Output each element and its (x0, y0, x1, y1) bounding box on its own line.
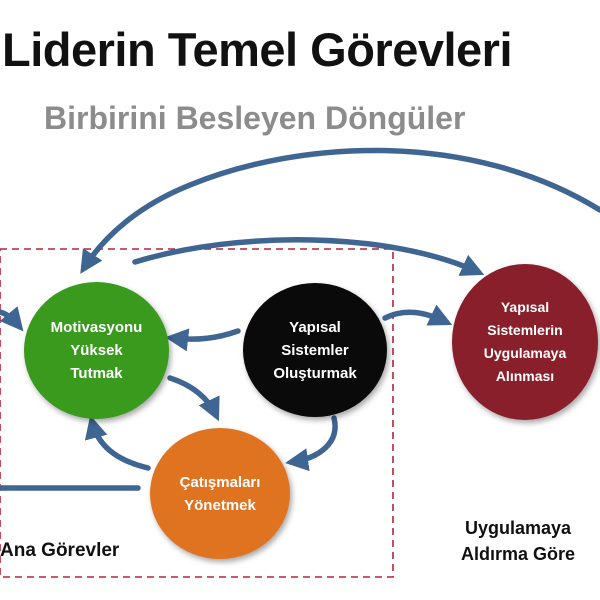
node-implementation: Yapısal Sistemlerin Uygulamaya Alınması (452, 264, 598, 420)
arrow-left-into-motivation (0, 306, 24, 332)
node-motivation: Motivasyonu Yüksek Tutmak (24, 282, 169, 419)
diagram-subtitle: Birbirini Besleyen Döngüler (44, 100, 466, 136)
arrow-motivation-to-implementation (132, 237, 485, 276)
node-structural-systems-label: Yapısal Sistemler Oluşturmak (273, 318, 357, 382)
arrow-systems-to-motivation (165, 328, 241, 352)
node-conflict-management: Çatışmaları Yönetmek (150, 428, 290, 559)
node-conflict-management-label: Çatışmaları Yönetmek (179, 473, 261, 514)
arrow-systems-to-implementation (382, 304, 453, 326)
node-motivation-label: Motivasyonu Yüksek Tutmak (50, 319, 143, 382)
node-structural-systems: Yapısal Sistemler Oluşturmak (243, 283, 387, 417)
arrow-motivation-to-conflict (167, 375, 220, 422)
node-implementation-label: Yapısal Sistemlerin Uygulamaya Alınması (483, 299, 567, 384)
implement-group-label: Uygulamaya Aldırma Göre (436, 515, 600, 567)
implement-group-label-text: Uygulamaya Aldırma Göre (460, 518, 576, 564)
diagram-title: Liderin Temel Görevleri (2, 23, 513, 76)
arrow-conflict-to-motivation (84, 415, 151, 471)
arrow-systems-to-conflict (285, 415, 338, 472)
main-group-label: Ana Görevler (0, 540, 120, 561)
arrow-top-loop-to-motivation (80, 147, 600, 274)
